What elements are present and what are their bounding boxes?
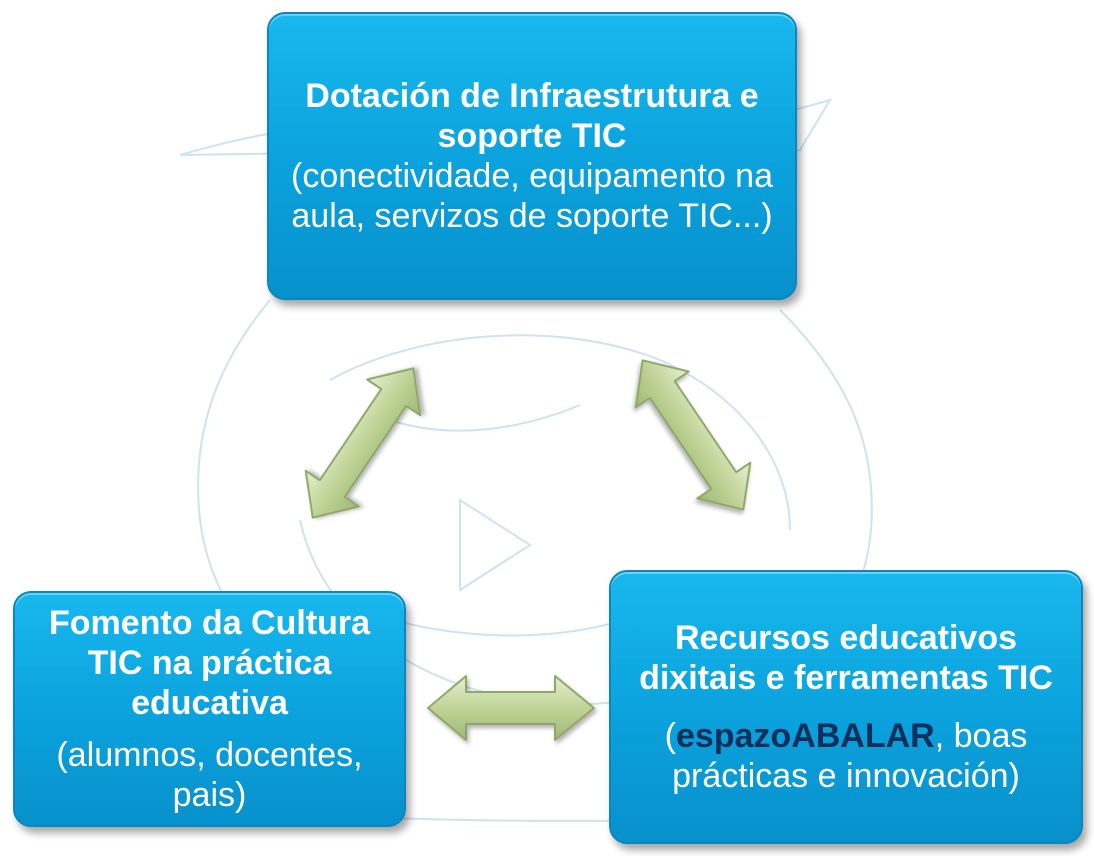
- node-resources-highlight: espazoABALAR: [675, 717, 935, 755]
- node-resources-body-open: (: [664, 717, 676, 755]
- node-resources-title: Recursos educativos dixitais e ferrament…: [639, 619, 1053, 697]
- node-resources: Recursos educativos dixitais e ferrament…: [609, 570, 1083, 844]
- node-resources-body-rest: , boas prácticas e innovación): [672, 717, 1028, 795]
- node-culture-body: (alumnos, docentes, pais): [56, 736, 363, 814]
- node-infrastructure-title: Dotación de Infraestrutura e soporte TIC: [305, 77, 759, 155]
- node-infrastructure-body: (conectividade, equipamento na aula, ser…: [291, 157, 773, 235]
- node-culture: Fomento da Cultura TIC na práctica educa…: [13, 591, 406, 827]
- node-resources-body: (espazoABALAR, boas prácticas e innovaci…: [627, 716, 1065, 796]
- node-infrastructure: Dotación de Infraestrutura e soporte TIC…: [267, 12, 797, 300]
- node-culture-title: Fomento da Cultura TIC na práctica educa…: [48, 604, 371, 722]
